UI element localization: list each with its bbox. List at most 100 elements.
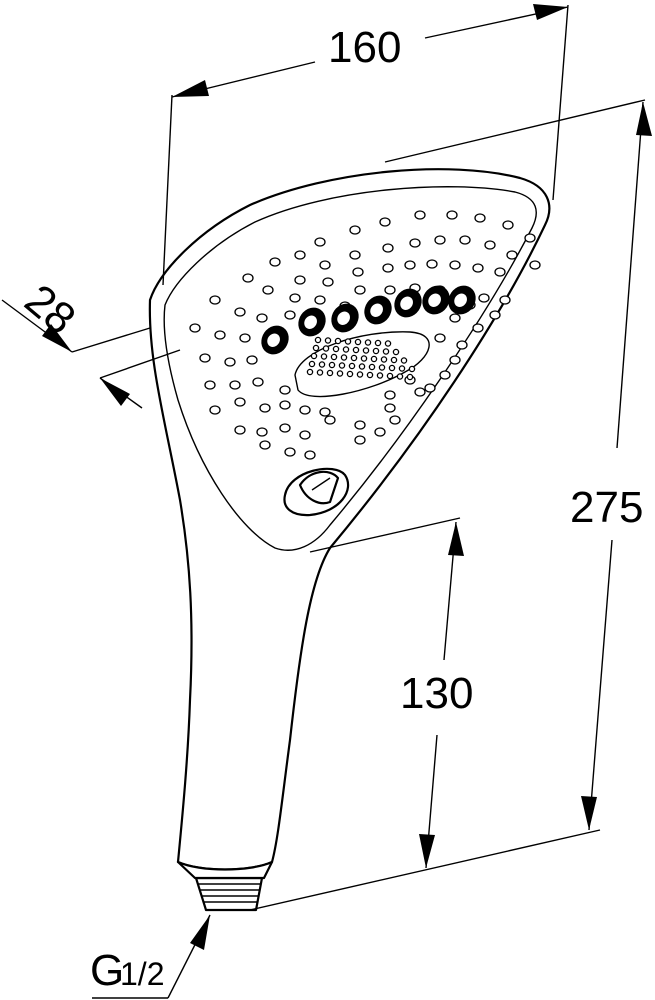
center-nozzle — [388, 364, 396, 372]
spray-nozzle — [529, 260, 541, 270]
height-arrow-top — [636, 102, 652, 136]
spray-nozzle — [319, 407, 331, 417]
spray-nozzle — [279, 385, 291, 395]
spray-nozzle — [284, 310, 296, 320]
center-nozzle — [306, 368, 314, 376]
thread-label-main: G — [90, 946, 124, 995]
spray-nozzle — [414, 387, 426, 397]
spray-nozzle — [324, 415, 336, 425]
spray-nozzle — [434, 333, 446, 343]
spray-nozzle — [389, 415, 401, 425]
spray-nozzle — [322, 277, 334, 287]
massage-nozzle-center — [267, 333, 280, 347]
spray-mode-switch[interactable] — [283, 467, 350, 517]
center-nozzle — [384, 340, 392, 347]
massage-nozzles — [261, 285, 476, 355]
spray-nozzles — [189, 210, 541, 460]
spray-nozzle — [234, 397, 246, 407]
spray-nozzle — [214, 330, 226, 340]
spray-nozzle — [259, 440, 271, 450]
spray-nozzle — [382, 243, 394, 253]
height-arrow-bottom — [581, 796, 597, 830]
center-nozzle — [368, 363, 376, 371]
center-nozzle — [350, 354, 358, 362]
center-nozzle — [318, 361, 326, 368]
massage-nozzle-center — [454, 293, 467, 307]
spray-nozzle — [289, 293, 301, 303]
center-nozzle — [352, 346, 360, 354]
spray-nozzle — [284, 447, 296, 457]
spray-nozzle — [379, 217, 391, 227]
spray-nozzle — [262, 285, 274, 295]
center-nozzle — [378, 364, 386, 371]
center-nozzle — [320, 353, 328, 360]
spray-nozzle — [354, 285, 366, 295]
spray-nozzle — [204, 380, 216, 390]
spray-nozzle — [424, 383, 436, 393]
spray-nozzle — [246, 355, 258, 365]
spray-nozzle — [354, 420, 366, 430]
spray-nozzle — [352, 267, 364, 277]
center-nozzle — [346, 370, 354, 378]
center-spray-zone — [294, 331, 430, 398]
center-nozzle — [344, 338, 352, 345]
center-nozzle — [390, 356, 398, 364]
depth-arrow-bottom — [100, 378, 130, 406]
depth-arrow-top — [42, 324, 72, 352]
spray-nozzle — [256, 427, 268, 437]
center-nozzle — [366, 371, 374, 379]
center-nozzle — [348, 362, 356, 370]
spray-nozzle — [229, 380, 241, 390]
spray-nozzle — [384, 285, 396, 295]
spray-nozzle — [502, 220, 514, 230]
center-nozzle — [308, 360, 316, 368]
center-nozzle — [356, 371, 364, 378]
spray-nozzle — [234, 307, 246, 317]
center-nozzle — [330, 353, 338, 361]
spray-nozzle — [299, 405, 311, 415]
width-label: 160 — [328, 23, 401, 72]
thread-label-sub: 1/2 — [120, 956, 164, 992]
spray-nozzle — [384, 403, 396, 413]
spray-nozzle — [474, 213, 486, 223]
center-nozzle — [374, 339, 382, 347]
spray-nozzle — [449, 355, 461, 365]
center-nozzle — [334, 337, 342, 345]
center-nozzle — [370, 355, 378, 363]
spray-nozzle — [242, 273, 254, 283]
spray-nozzle — [304, 450, 316, 460]
spray-nozzle — [484, 240, 496, 250]
spray-nozzle — [456, 340, 468, 350]
spray-nozzle — [279, 423, 291, 433]
center-nozzle — [380, 356, 388, 363]
handle-label: 130 — [400, 669, 473, 718]
center-nozzle — [386, 372, 394, 380]
center-nozzle — [362, 347, 370, 354]
spray-nozzle — [259, 403, 271, 413]
center-nozzle — [354, 338, 362, 346]
center-nozzle — [408, 365, 416, 373]
spray-nozzle — [294, 275, 306, 285]
spray-nozzle — [354, 435, 366, 445]
center-nozzle — [376, 372, 384, 379]
center-nozzle — [332, 345, 340, 353]
width-arrow-left — [172, 80, 209, 97]
center-nozzle — [398, 365, 406, 372]
spray-nozzle — [414, 210, 426, 220]
massage-nozzle-center — [428, 293, 441, 307]
spray-nozzle — [294, 250, 306, 260]
spray-nozzle — [319, 260, 331, 270]
spray-nozzle — [489, 310, 501, 320]
spray-nozzle — [506, 250, 518, 260]
spray-nozzle — [224, 357, 236, 367]
spray-nozzle — [472, 323, 484, 333]
spray-nozzle — [299, 430, 311, 440]
center-nozzle — [314, 336, 322, 344]
massage-nozzle-center — [304, 315, 317, 329]
shower-outline — [148, 168, 551, 871]
spray-nozzle — [404, 260, 416, 270]
center-nozzle — [360, 355, 368, 362]
spray-nozzle — [349, 225, 361, 235]
spray-nozzle — [446, 210, 458, 220]
